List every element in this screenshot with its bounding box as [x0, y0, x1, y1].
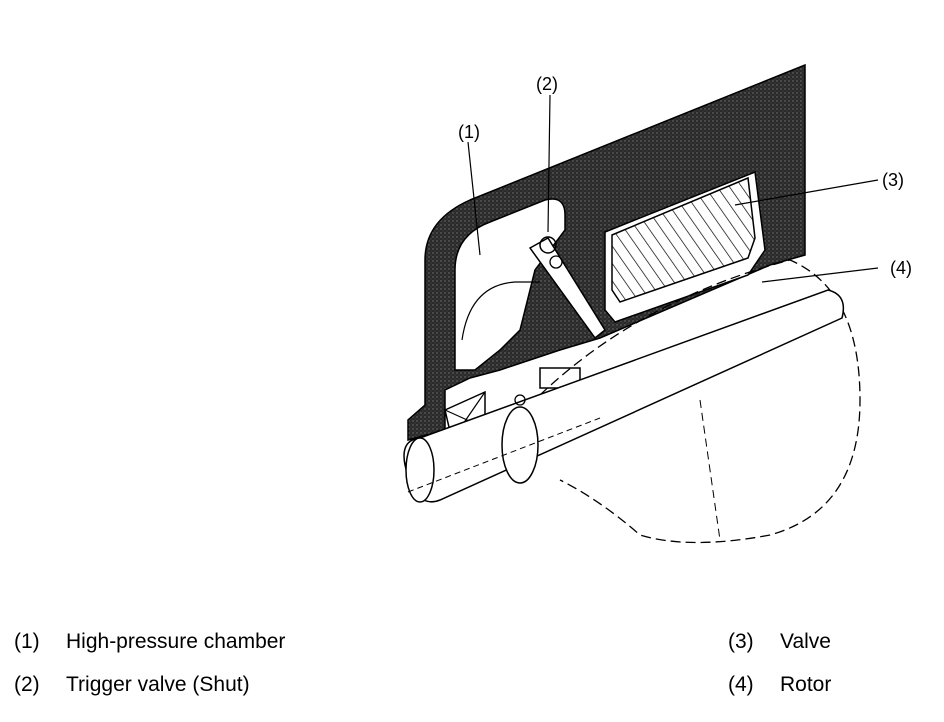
cutaway-diagram: (1) (2) (3) (4) — [403, 63, 912, 544]
valve-block — [611, 176, 756, 303]
trigger-valve-pivot-icon — [549, 255, 563, 269]
legend-item-trigger-valve: (2) Trigger valve (Shut) — [14, 673, 250, 697]
callout-2: (2) — [536, 74, 558, 94]
legend-item-high-pressure-chamber: (1) High-pressure chamber — [14, 630, 285, 654]
high-pressure-chamber — [454, 198, 566, 371]
legend-number: (3) — [728, 630, 754, 653]
legend-label: Rotor — [780, 673, 832, 696]
leader-line-2 — [547, 94, 551, 233]
trigger-valve-spring-icon — [539, 236, 557, 254]
legend-number: (4) — [728, 673, 754, 696]
leader-line-1 — [467, 141, 481, 256]
legend-item-valve: (3) Valve — [728, 630, 831, 654]
legend-item-rotor: (4) Rotor — [728, 673, 831, 697]
callout-3: (3) — [882, 170, 904, 190]
shaft-end — [405, 437, 435, 503]
leader-line-3 — [734, 179, 879, 206]
leader-line-4 — [761, 267, 879, 283]
callout-1: (1) — [458, 122, 480, 142]
trigger-valve — [528, 236, 606, 340]
chamber-inner-curve — [461, 281, 540, 341]
legend-label: High-pressure chamber — [66, 630, 286, 653]
legend-label: Valve — [780, 630, 831, 653]
legend-number: (2) — [14, 673, 40, 696]
rotor-hidden-edge — [699, 399, 721, 541]
shaft-collar — [501, 406, 539, 484]
callout-4: (4) — [890, 258, 912, 278]
rotor — [539, 259, 861, 544]
shaft-hole-icon — [514, 394, 526, 406]
legend-label: Trigger valve (Shut) — [66, 673, 250, 696]
shaft-axis — [407, 417, 601, 493]
legend-number: (1) — [14, 630, 40, 653]
